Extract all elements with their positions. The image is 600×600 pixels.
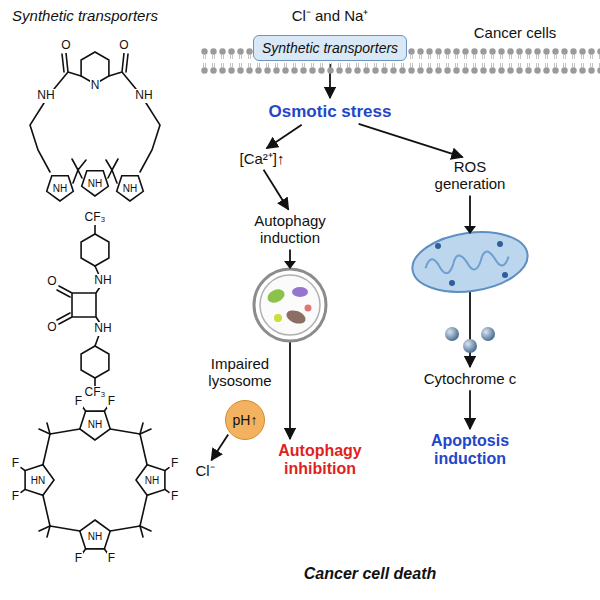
- mitochondrion: [409, 225, 532, 299]
- text-label: Impaired lysosome: [198, 355, 282, 390]
- outcome-text: Apoptosis induction: [414, 432, 526, 468]
- atom-label: F: [74, 552, 83, 565]
- atom-label: F: [74, 395, 83, 408]
- process-text: [Ca²⁺]↑: [239, 150, 284, 167]
- bond-line: [165, 489, 169, 492]
- text-label: Cl⁻ and Na⁺: [291, 7, 370, 24]
- bond-line: [140, 434, 147, 465]
- atom-label: F: [170, 490, 179, 503]
- bond-line: [140, 423, 143, 434]
- bond-line: [47, 526, 50, 537]
- node-text: pH↑: [233, 412, 258, 428]
- bond-line: [140, 495, 147, 526]
- atom-label: NH: [144, 475, 160, 486]
- atom-label: HN: [30, 475, 46, 486]
- atom-label: NH: [134, 89, 153, 102]
- atom-label: NH: [87, 178, 103, 189]
- pyrrole-ring: [117, 176, 144, 201]
- pyrrole-ring: [80, 520, 110, 549]
- flow-arrow: [264, 170, 289, 210]
- cytochrome-c-spheres: [445, 327, 495, 353]
- flow-arrow: [359, 124, 463, 157]
- process-text: Autophagy induction: [244, 212, 336, 247]
- bond-line: [43, 434, 50, 465]
- transporter-box: Synthetic transporters: [253, 35, 407, 61]
- atom-label: CF₃: [84, 386, 107, 399]
- atom-label: O: [60, 39, 71, 52]
- bond-line: [50, 526, 80, 531]
- node-text: Autophagy inhibition: [264, 442, 376, 478]
- pyrrole-ring: [80, 411, 110, 440]
- bond-line: [21, 489, 25, 492]
- atom-label: NH: [93, 322, 112, 335]
- node-text: [Ca²⁺]↑: [239, 150, 284, 167]
- text-label: Synthetic transporters: [11, 8, 159, 25]
- atom-label: F: [11, 457, 20, 470]
- benzene-ring: [81, 346, 109, 378]
- pyrrole-ring: [47, 176, 74, 201]
- bond-line: [43, 495, 50, 526]
- atom-label: NH: [36, 89, 55, 102]
- text-label: Cancer cell death: [303, 565, 438, 583]
- process-text: ROS generation: [425, 158, 515, 193]
- atom-label: O: [118, 39, 129, 52]
- pyrrole-ring: [136, 465, 165, 495]
- atom-label: F: [170, 457, 179, 470]
- flow-arrow: [211, 435, 228, 461]
- node-text: Cl⁻: [195, 462, 214, 479]
- node-text: Synthetic transporters: [262, 40, 398, 56]
- text-label: Cancer cells: [473, 24, 558, 41]
- bond-line: [21, 468, 25, 471]
- atom-label: NH: [93, 274, 112, 287]
- pyrrole-ring: [82, 171, 109, 196]
- node-text: Autophagy induction: [244, 212, 336, 247]
- atom-label: F: [107, 395, 116, 408]
- node-text: Apoptosis induction: [414, 432, 526, 468]
- atom-label: NH: [122, 183, 138, 194]
- atom-label: O: [46, 321, 57, 334]
- atom-label: CF₃: [84, 211, 107, 224]
- benzene-ring: [81, 234, 109, 266]
- atom-label: N: [90, 79, 101, 92]
- flow-arrow: [267, 125, 302, 149]
- atom-label: NH: [87, 531, 103, 542]
- bond-line: [165, 468, 169, 471]
- atom-label: F: [11, 490, 20, 503]
- process-text: Cytochrome c: [424, 370, 517, 387]
- chemical-structures: [21, 52, 169, 553]
- node-text: Cytochrome c: [424, 370, 517, 387]
- bond-line: [110, 429, 140, 434]
- bond-line: [50, 429, 80, 434]
- outcome-text: Autophagy inhibition: [264, 442, 376, 478]
- bond-line: [110, 526, 140, 531]
- process-text: Osmotic stress: [266, 101, 395, 123]
- node-text: ROS generation: [425, 158, 515, 193]
- ion-text: Cl⁻: [195, 462, 214, 479]
- bond-line: [140, 526, 143, 537]
- atom-label: O: [46, 275, 57, 288]
- flow-arrow: [469, 390, 471, 429]
- bond-line: [47, 423, 50, 434]
- lysosome-circle: pH↑: [225, 400, 265, 440]
- atom-label: NH: [52, 183, 68, 194]
- node-text: Osmotic stress: [269, 102, 392, 122]
- autophagosome: [254, 261, 326, 341]
- atom-label: NH: [87, 419, 103, 430]
- atom-label: F: [107, 552, 116, 565]
- pyrrole-ring: [25, 465, 54, 495]
